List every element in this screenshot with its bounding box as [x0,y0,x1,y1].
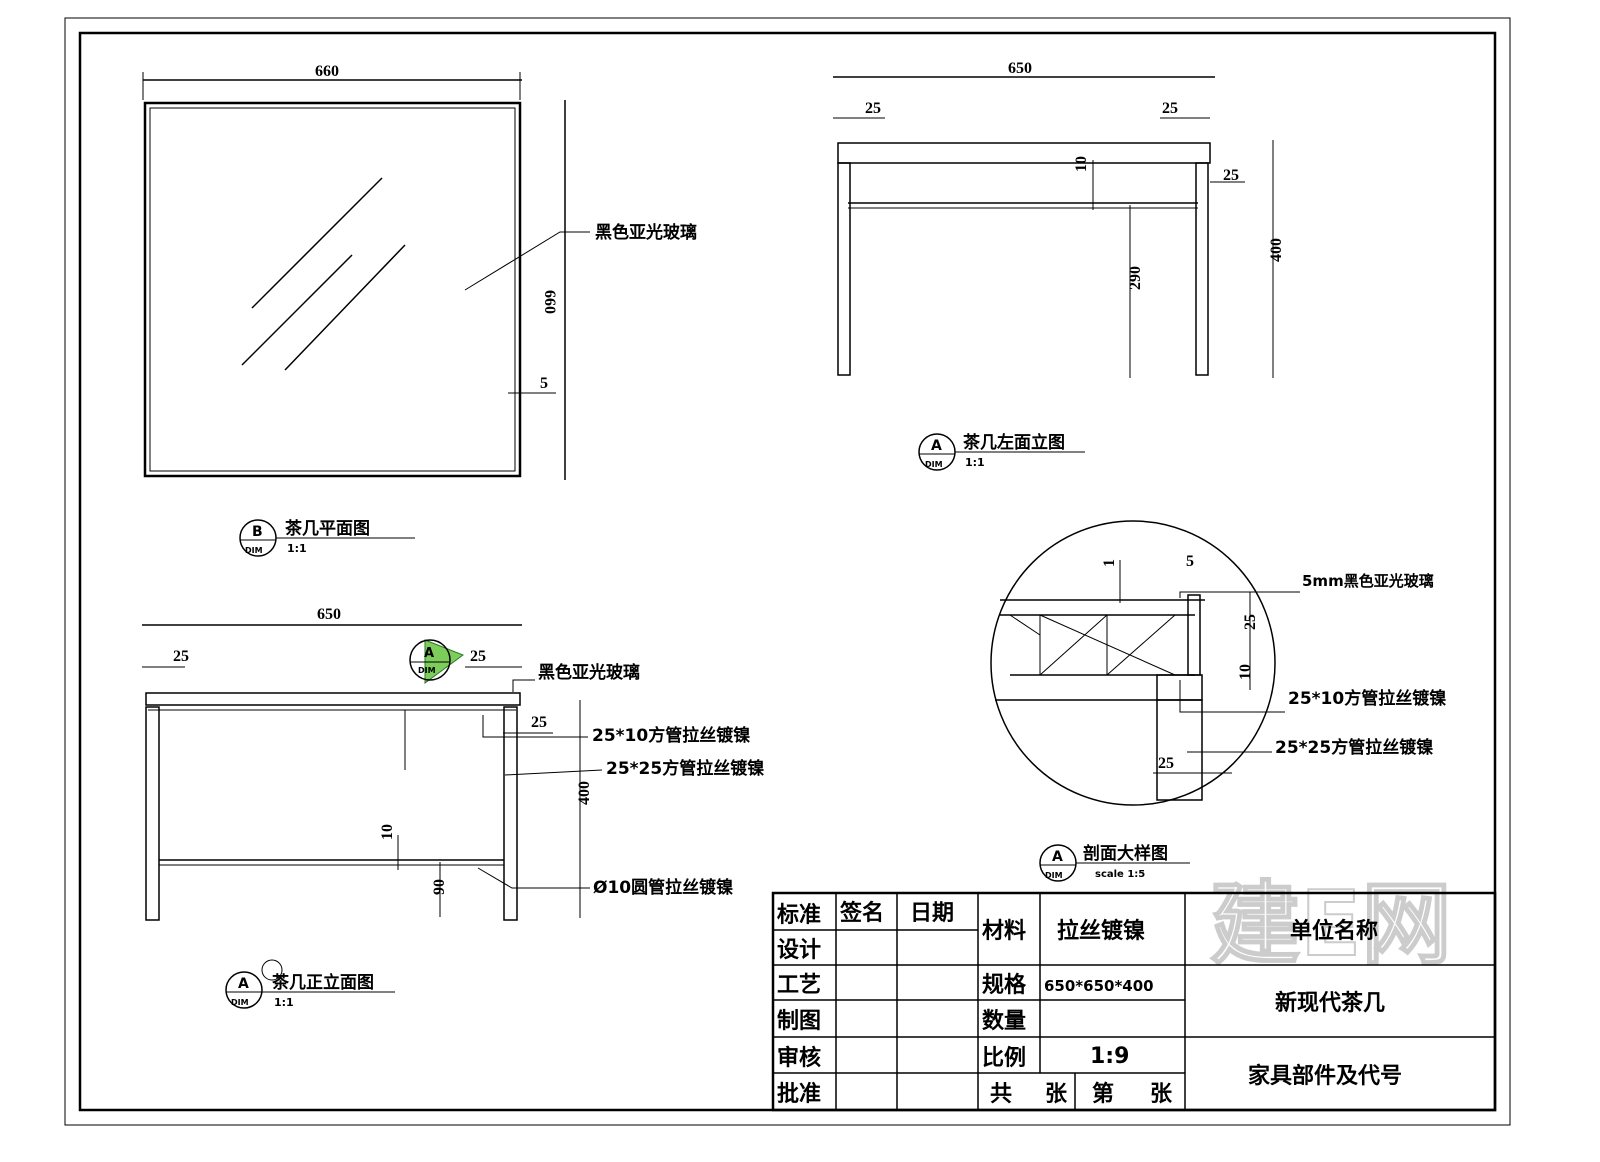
glass-label: 黑色亚光玻璃 [595,222,697,243]
title-block-ratio-value: 1:9 [1090,1044,1129,1069]
detail-view-scale: scale 1:5 [1095,869,1145,880]
watermark: 建E网 [1210,872,1451,977]
front-view-sub: DIM [231,998,249,1007]
detail-view-dim-1: 1 [1101,559,1118,567]
title-block-product: 新现代茶几 [1275,990,1385,1016]
front-view-dim-400: 400 [576,781,593,805]
title-block-rows-1: 工艺 [777,972,821,998]
title-block-material-value: 拉丝镀镍 [1057,918,1145,944]
title-block-rows-2: 制图 [777,1009,821,1034]
front-view-labels-1: 25*10方管拉丝镀镍 [592,725,750,746]
left-view-dim-25: 25 [1223,167,1239,184]
detail-view-sub: DIM [1045,871,1063,880]
left-view-dim-right: 25 [1162,100,1178,117]
front-view-dim-right: 25 [470,648,486,665]
detail-view-labels-0: 5mm黑色亚光玻璃 [1302,572,1434,590]
title-block-sheets: 张 [1045,1082,1068,1107]
title-block-qty-label: 数量 [982,1008,1026,1034]
front-view-callout-sub: DIM [418,666,436,675]
dim-height: 660 [541,290,558,314]
section-callout: A DIM [409,639,465,684]
title-block-rows-0: 设计 [777,938,821,963]
left-view-dim-290: 290 [1127,266,1144,290]
left-view-dim-left: 25 [865,100,881,117]
title-block-ratio-label: 比例 [982,1046,1026,1071]
front-view-scale: 1:1 [274,996,294,1009]
view-title-front: A DIM 茶几正立面图 1:1 [225,959,395,1009]
front-view-dim-90: 90 [431,879,448,895]
detail-view-tag: A [1052,849,1063,865]
title-block-total: 共 [990,1082,1012,1107]
outer-border [64,17,1511,1126]
left-view-dim-10: 10 [1073,156,1090,172]
title-block-rows-4: 批准 [777,1082,821,1107]
view-title-detail: A DIM 剖面大样图 scale 1:5 [1039,843,1190,882]
title-block-rows-3: 审核 [777,1045,821,1071]
left-view-title: 茶几左面立图 [963,432,1065,453]
view-title-plan: B DIM 茶几平面图 1:1 [239,518,415,557]
view-title-left: A DIM 茶几左面立图 1:1 [918,432,1085,471]
front-view-title: 茶几正立面图 [272,972,374,993]
title-block-material-label: 材料 [982,919,1026,944]
title-block-company: 单位名称 [1290,918,1378,944]
detail-view-labels-1: 25*10方管拉丝镀镍 [1288,688,1446,709]
front-view-dim-width: 650 [317,606,341,623]
front-view-callout-tag: A [424,646,434,661]
section-detail-view: 1 5 5mm黑色亚光玻璃 25 10 25*10方管拉丝镀镍 25*25方管拉… [990,520,1446,882]
detail-view-dim-25b: 25 [1158,755,1174,772]
left-view-scale: 1:1 [965,456,985,469]
left-view-dim-400: 400 [1268,238,1285,262]
left-elevation-view: 650 25 25 10 25 290 400 A DIM 茶几左面立图 1:1 [833,60,1285,471]
detail-view-title: 剖面大样图 [1083,843,1168,864]
front-view-dim-25b: 25 [531,714,547,731]
dim-edge: 5 [540,375,548,392]
title-block-spec-value: 650*650*400 [1044,977,1154,995]
title-block-parts: 家具部件及代号 [1248,1063,1402,1089]
left-view-tag: A [931,438,942,454]
plan-view: 660 660 5 黑色亚光玻璃 B DIM 茶几平面图 1:1 [142,63,697,557]
title-block-spec-label: 规格 [982,972,1027,998]
plan-view-tag: B [252,524,263,540]
detail-view-dim-10: 10 [1237,664,1254,680]
title-block-headers-2: 日期 [910,901,954,926]
detail-view-labels-2: 25*25方管拉丝镀镍 [1275,737,1433,758]
plan-view-sub: DIM [245,546,263,555]
title-block: 标准 签名 日期 设计 工艺 制图 审核 批准 材料 拉丝镀镍 规格 650*6… [771,891,1497,1112]
front-view-labels-3: Ø10圆管拉丝镀镍 [593,877,733,898]
detail-view-dim-5: 5 [1186,553,1194,570]
front-view-labels-2: 25*25方管拉丝镀镍 [606,758,764,779]
left-view-sub: DIM [925,460,943,469]
front-elevation-view: 650 25 25 25 10 90 400 A DIM 黑色亚光玻璃 25*1… [142,606,764,1009]
title-block-headers-0: 标准 [777,902,821,928]
title-block-sheets2: 张 [1150,1082,1173,1107]
front-view-dim-left: 25 [173,648,189,665]
detail-view-dim-25: 25 [1242,614,1259,630]
front-view-dim-10: 10 [379,824,396,840]
front-view-tag: A [238,976,249,992]
plan-view-scale: 1:1 [287,542,307,555]
front-view-labels-0: 黑色亚光玻璃 [538,662,640,683]
title-block-sheet-no: 第 [1092,1081,1114,1107]
left-view-dim-width: 650 [1008,60,1032,77]
dim-width: 660 [315,63,339,80]
title-block-headers-1: 签名 [839,900,884,926]
plan-view-title: 茶几平面图 [285,518,370,539]
